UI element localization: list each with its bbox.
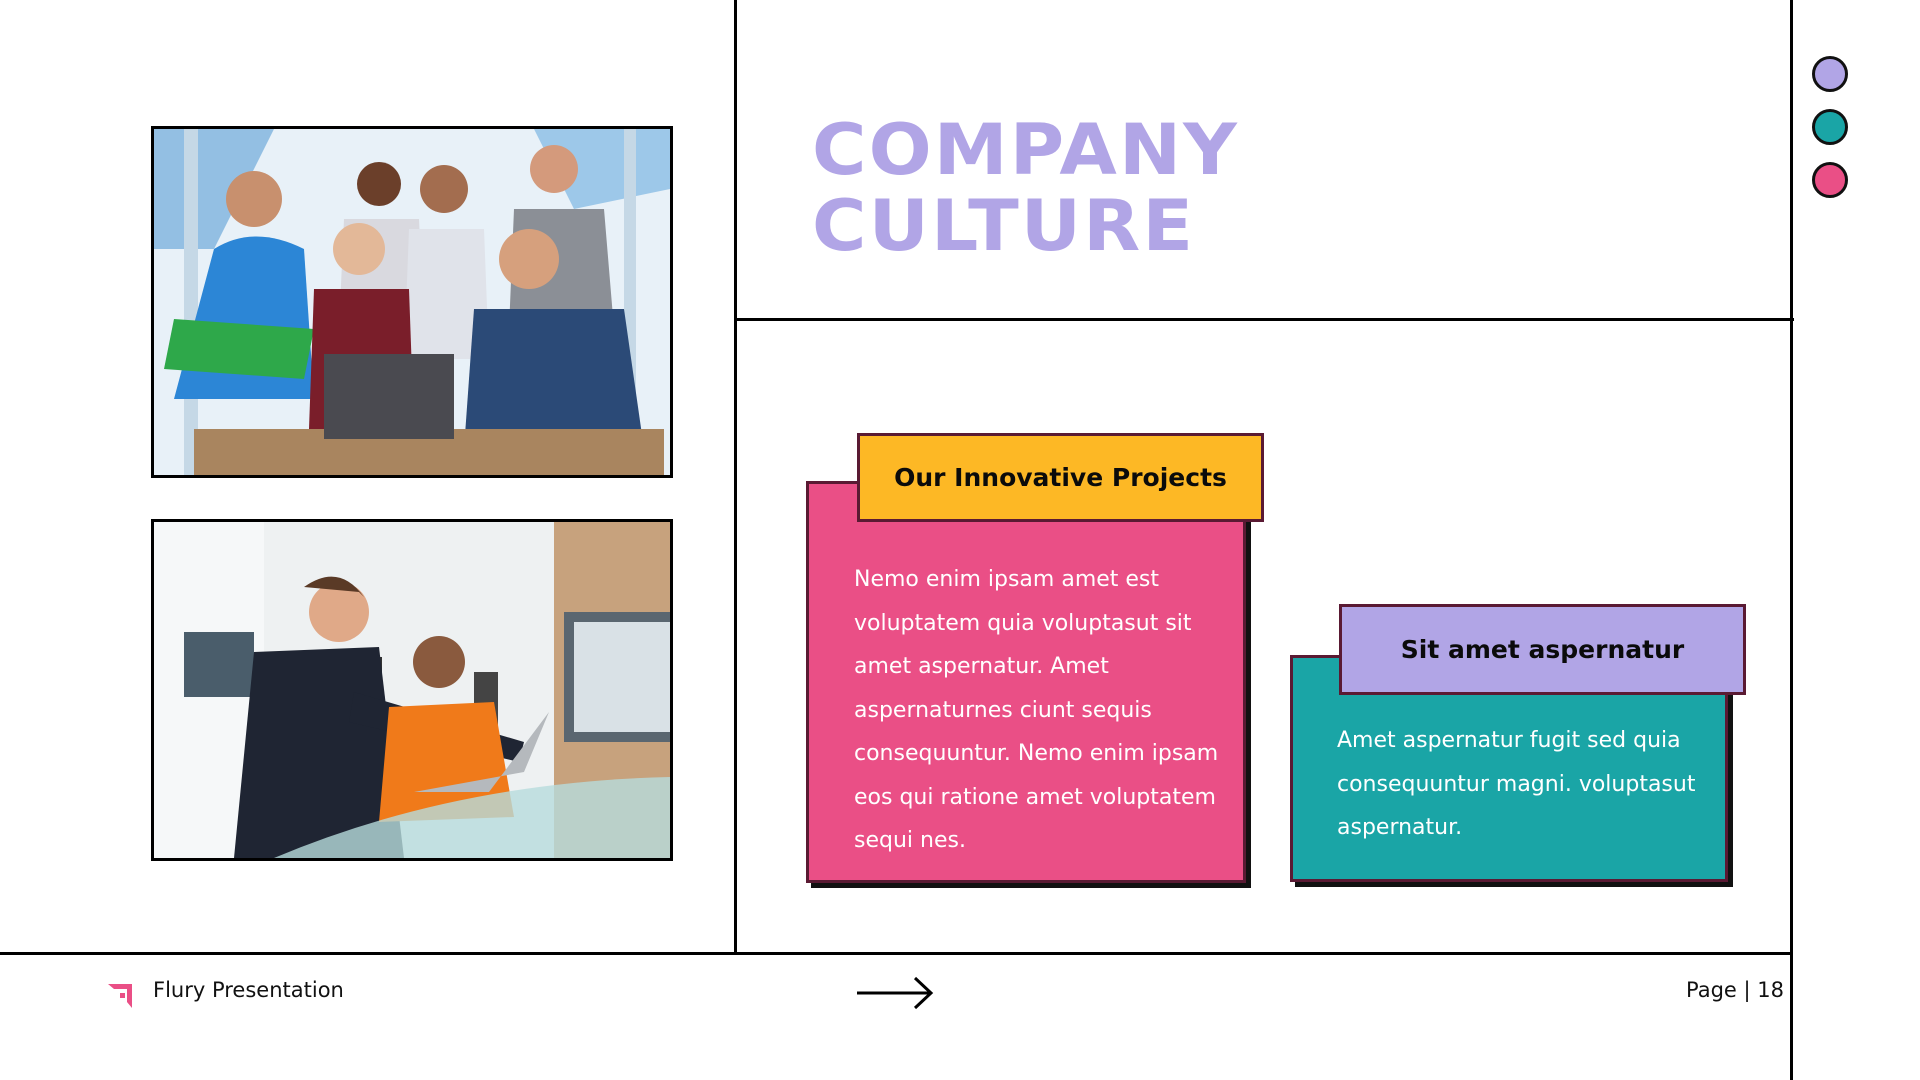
- sit-amet-heading: Sit amet aspernatur: [1339, 604, 1746, 695]
- color-indicator-dots: [1812, 56, 1848, 215]
- arrow-right-icon[interactable]: [855, 974, 935, 1012]
- team-photo: [151, 126, 673, 478]
- pink-dot-icon: [1812, 162, 1848, 198]
- lavender-dot-icon: [1812, 56, 1848, 92]
- page-number: Page | 18: [1686, 978, 1784, 1002]
- horizontal-divider-footer: [0, 952, 1793, 955]
- innovative-projects-body: Nemo enim ipsam amet est voluptatem quia…: [854, 567, 1219, 853]
- title-line-1: COMPANY: [812, 109, 1240, 191]
- two-men-discussing-image: [154, 522, 670, 858]
- horizontal-divider-title: [736, 318, 1794, 321]
- footer-brand: Flury Presentation: [153, 978, 344, 1002]
- innovative-projects-heading: Our Innovative Projects: [857, 433, 1264, 522]
- sit-amet-body: Amet aspernatur fugit sed quia consequun…: [1337, 728, 1696, 840]
- flury-logo-icon: [108, 984, 132, 1008]
- meeting-photo: [151, 519, 673, 861]
- sit-amet-heading-text: Sit amet aspernatur: [1400, 635, 1685, 664]
- vertical-divider-right: [1790, 0, 1793, 1080]
- team-celebrating-image: [154, 129, 670, 475]
- innovative-projects-heading-text: Our Innovative Projects: [894, 463, 1227, 492]
- vertical-divider-left: [734, 0, 737, 955]
- teal-dot-icon: [1812, 109, 1848, 145]
- slide-title: COMPANY CULTURE: [812, 112, 1239, 264]
- innovative-projects-card: Nemo enim ipsam amet est voluptatem quia…: [806, 481, 1246, 883]
- title-line-2: CULTURE: [812, 185, 1196, 267]
